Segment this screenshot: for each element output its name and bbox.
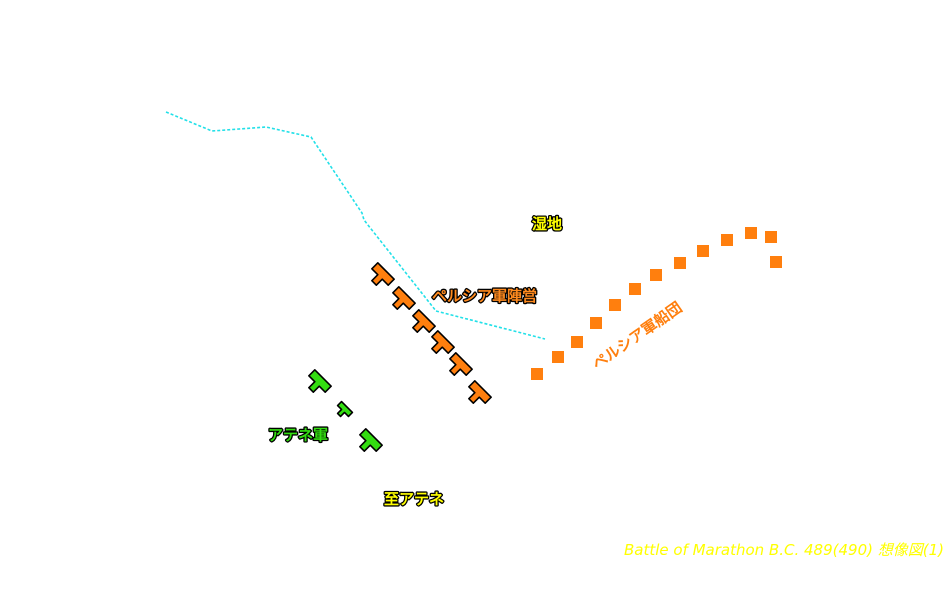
- to-athens-label: 至アテネ: [384, 490, 444, 508]
- river-branch-line: [435, 310, 546, 340]
- athenian-army-units: [308, 369, 383, 452]
- athenian-unit-icon: [359, 428, 383, 452]
- persian-unit-icon: [412, 309, 436, 333]
- ship-icon: [629, 283, 641, 295]
- ship-icon: [609, 299, 621, 311]
- persian-unit-icon: [431, 330, 455, 354]
- ship-icon: [745, 227, 757, 239]
- persian-fleet-label: ペルシア軍船団: [589, 298, 685, 373]
- ship-icon: [571, 336, 583, 348]
- persian-camp-label: ペルシア軍陣営: [432, 287, 537, 305]
- ship-icon: [697, 245, 709, 257]
- persian-army-units: [371, 262, 492, 404]
- athenian-unit-icon: [308, 369, 332, 393]
- persian-unit-icon: [392, 286, 416, 310]
- ship-icon: [650, 269, 662, 281]
- ship-icon: [674, 257, 686, 269]
- persian-fleet: [531, 227, 782, 380]
- ship-icon: [590, 317, 602, 329]
- ship-icon: [552, 351, 564, 363]
- river: [165, 111, 546, 340]
- marsh-label: 湿地: [532, 215, 562, 233]
- map-caption: Battle of Marathon B.C. 489(490) 想像図(1): [624, 541, 944, 559]
- ship-icon: [721, 234, 733, 246]
- ship-icon: [765, 231, 777, 243]
- ship-icon: [770, 256, 782, 268]
- river-main-line: [165, 111, 437, 312]
- ship-icon: [531, 368, 543, 380]
- athenian-army-label: アテネ軍: [268, 426, 328, 444]
- persian-unit-icon: [371, 262, 395, 286]
- persian-unit-icon: [449, 352, 473, 376]
- persian-unit-icon: [468, 380, 492, 404]
- athenian-unit-icon: [336, 400, 354, 418]
